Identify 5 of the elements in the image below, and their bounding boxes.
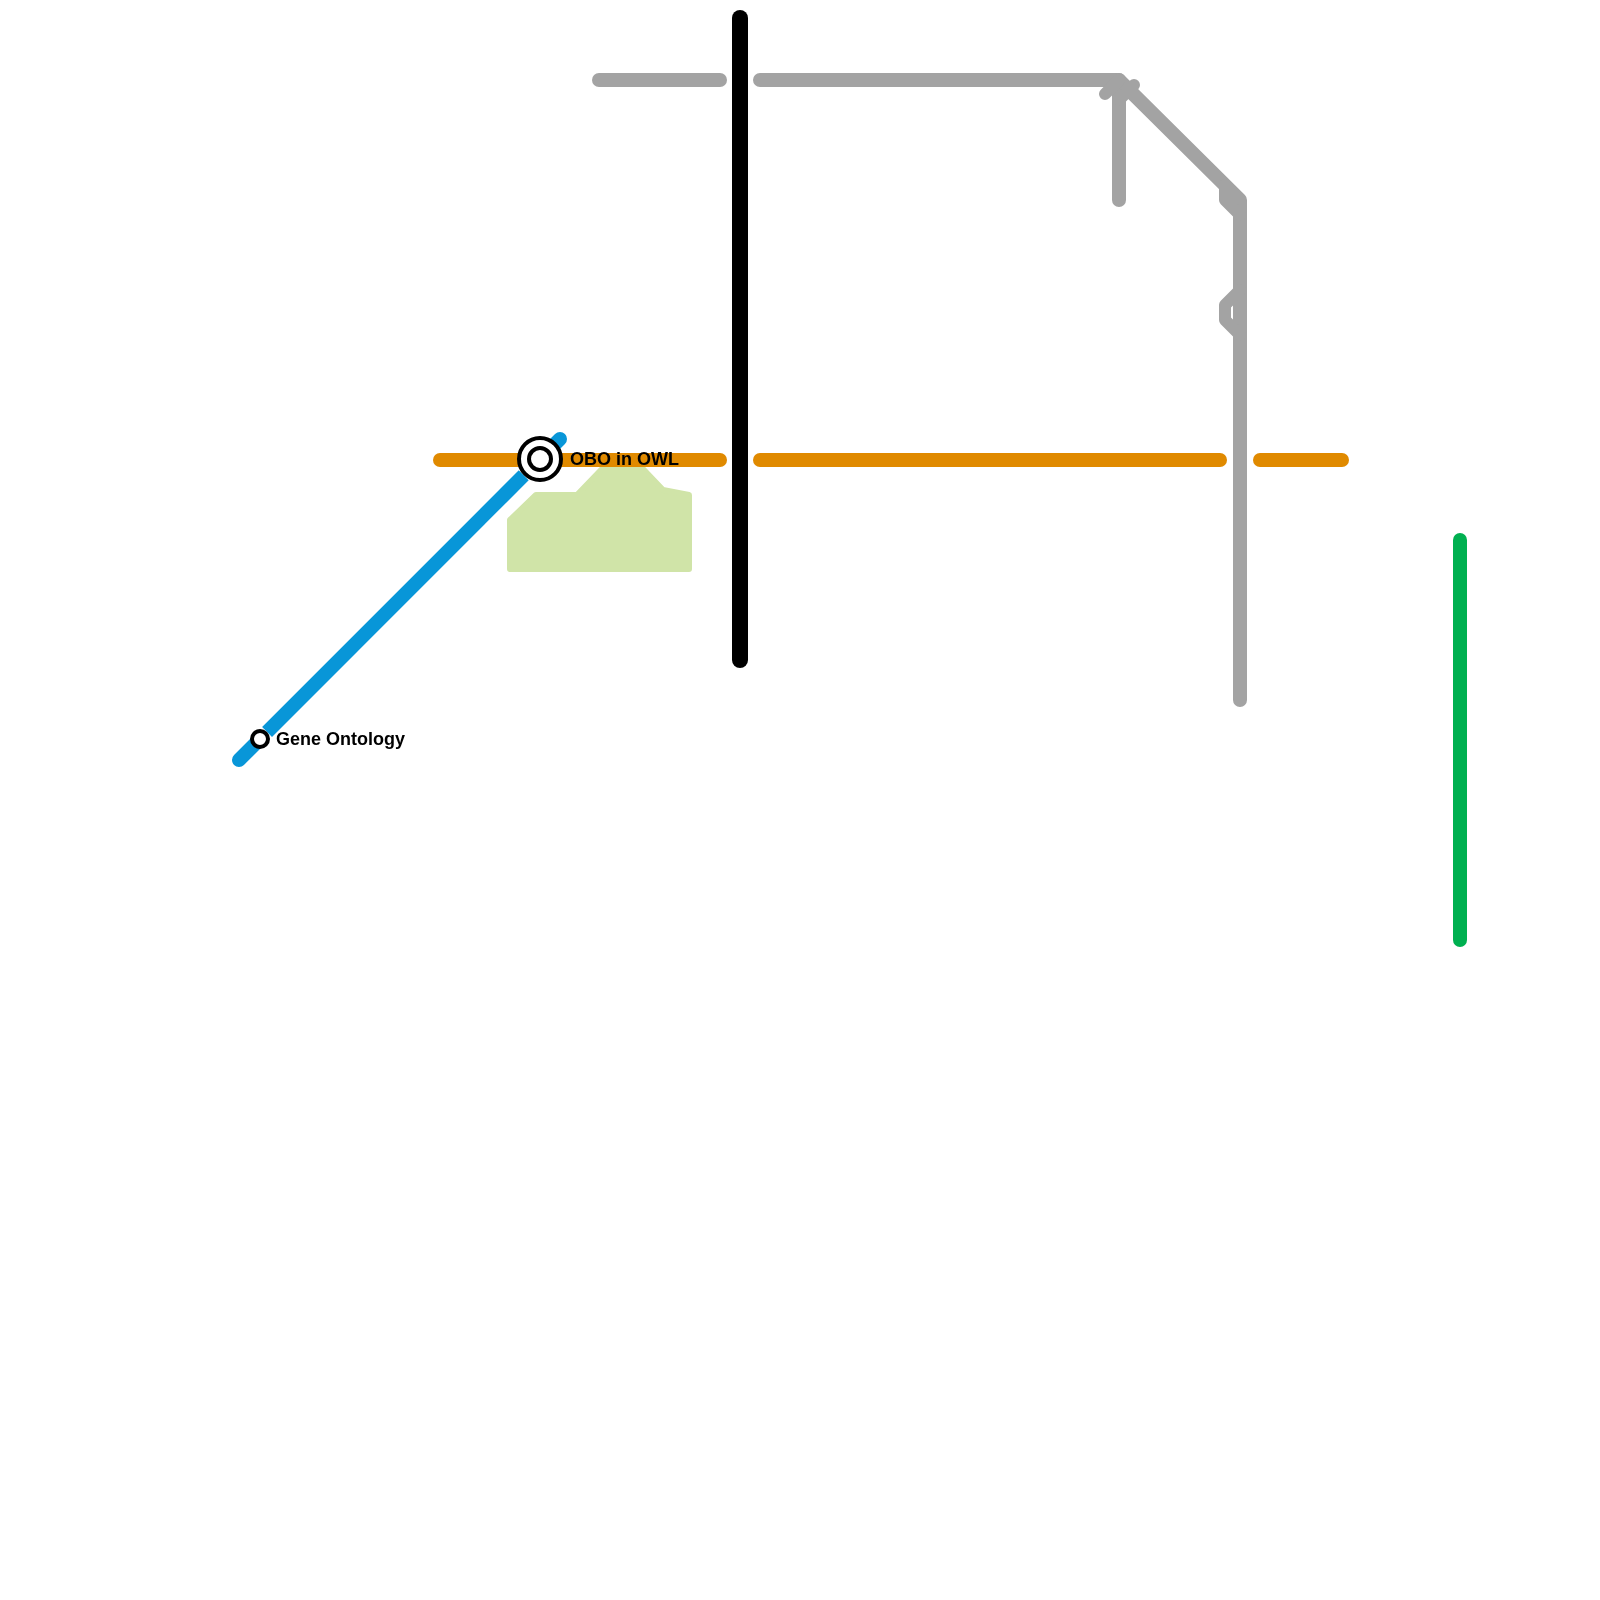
- interchange-station: [517, 436, 563, 482]
- station-name: OBO in OWL: [570, 450, 679, 468]
- station-name: Gene Ontology: [276, 730, 405, 748]
- metro-line: [262, 470, 529, 737]
- station-marker: [250, 729, 270, 749]
